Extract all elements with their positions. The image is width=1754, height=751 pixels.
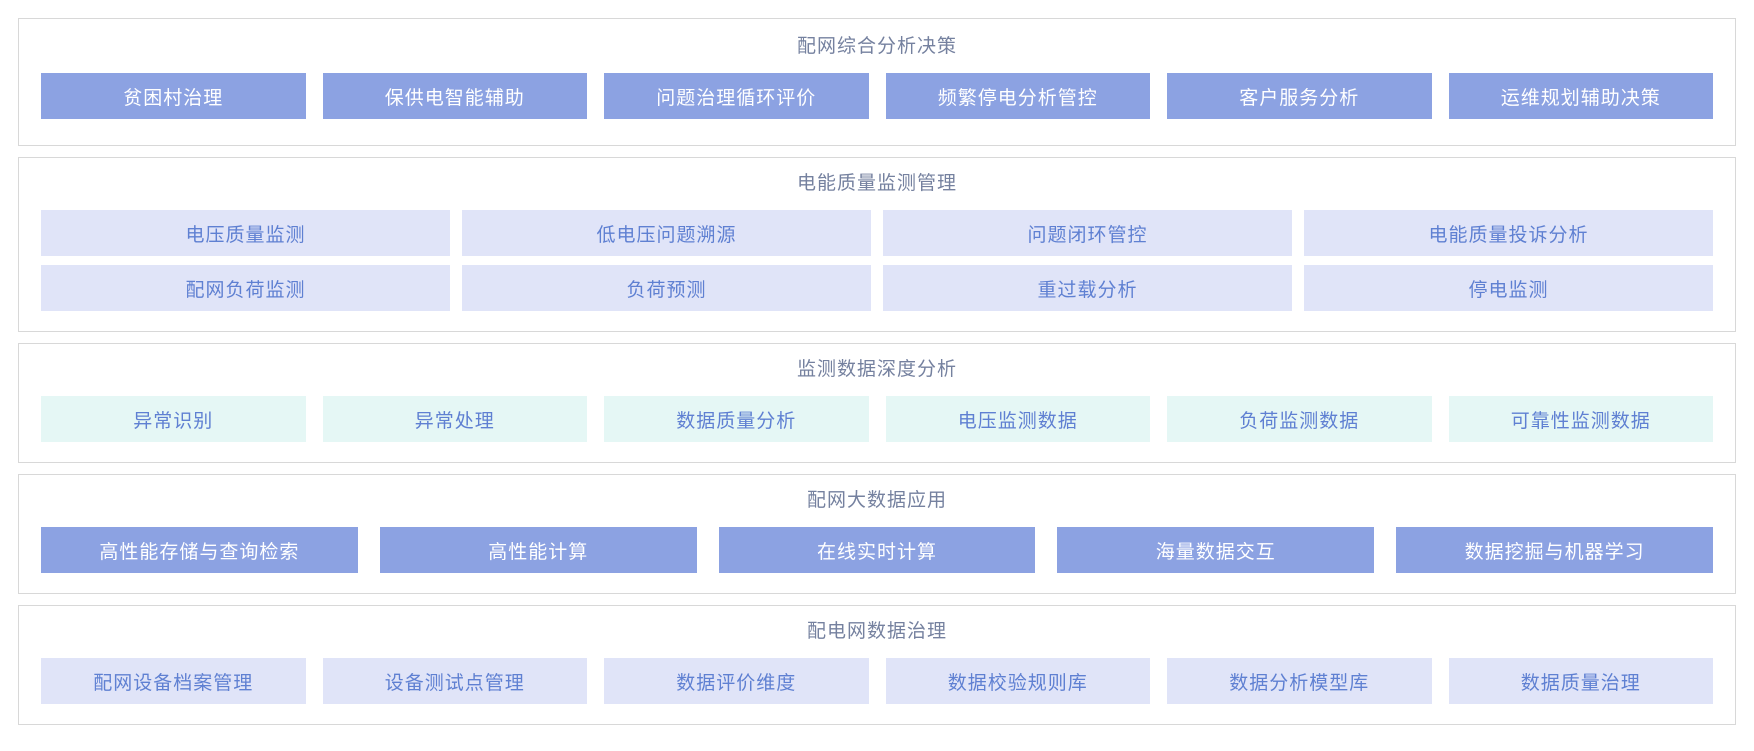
tile-row: 贫困村治理保供电智能辅助问题治理循环评价频繁停电分析管控客户服务分析运维规划辅助… <box>41 73 1713 119</box>
tile-button[interactable]: 保供电智能辅助 <box>322 73 587 119</box>
tile-button[interactable]: 问题治理循环评价 <box>604 73 869 119</box>
tile-rows: 贫困村治理保供电智能辅助问题治理循环评价频繁停电分析管控客户服务分析运维规划辅助… <box>41 73 1713 119</box>
tile-button[interactable]: 数据分析模型库 <box>1167 658 1432 704</box>
tile-button[interactable]: 异常处理 <box>322 396 587 442</box>
tile-button[interactable]: 问题闭环管控 <box>883 210 1292 256</box>
section-title: 监测数据深度分析 <box>796 359 957 380</box>
tile-button[interactable]: 在线实时计算 <box>718 527 1036 573</box>
section-title: 配网综合分析决策 <box>796 36 957 57</box>
tile-button[interactable]: 数据质量分析 <box>604 396 869 442</box>
tile-row: 异常识别异常处理数据质量分析电压监测数据负荷监测数据可靠性监测数据 <box>41 396 1713 442</box>
panel-power-quality-monitoring: 电能质量监测管理 电压质量监测低电压问题溯源问题闭环管控电能质量投诉分析配网负荷… <box>18 157 1736 332</box>
tile-button[interactable]: 海量数据交互 <box>1057 527 1375 573</box>
tile-row: 配网设备档案管理设备测试点管理数据评价维度数据校验规则库数据分析模型库数据质量治… <box>41 658 1713 704</box>
tile-button[interactable]: 运维规划辅助决策 <box>1448 73 1713 119</box>
tile-rows: 高性能存储与查询检索高性能计算在线实时计算海量数据交互数据挖掘与机器学习 <box>41 527 1713 573</box>
tile-button[interactable]: 负荷预测 <box>462 265 871 311</box>
panel-big-data-application: 配网大数据应用 高性能存储与查询检索高性能计算在线实时计算海量数据交互数据挖掘与… <box>18 474 1736 594</box>
tile-button[interactable]: 设备测试点管理 <box>322 658 587 704</box>
tile-button[interactable]: 客户服务分析 <box>1167 73 1432 119</box>
tile-button[interactable]: 电能质量投诉分析 <box>1304 210 1713 256</box>
tile-button[interactable]: 数据质量治理 <box>1448 658 1713 704</box>
tile-button[interactable]: 配网负荷监测 <box>41 265 450 311</box>
tile-button[interactable]: 高性能存储与查询检索 <box>41 527 358 573</box>
tile-button[interactable]: 停电监测 <box>1304 265 1713 311</box>
tile-button[interactable]: 低电压问题溯源 <box>462 210 871 256</box>
tile-button[interactable]: 电压质量监测 <box>41 210 450 256</box>
section-title: 配网大数据应用 <box>806 490 947 511</box>
tile-button[interactable]: 重过载分析 <box>883 265 1292 311</box>
section-title: 配电网数据治理 <box>806 621 947 642</box>
tile-button[interactable]: 异常识别 <box>41 396 306 442</box>
tile-rows: 异常识别异常处理数据质量分析电压监测数据负荷监测数据可靠性监测数据 <box>41 396 1713 442</box>
panel-comprehensive-analysis-decision: 配网综合分析决策 贫困村治理保供电智能辅助问题治理循环评价频繁停电分析管控客户服… <box>18 18 1736 146</box>
tile-button[interactable]: 电压监测数据 <box>885 396 1150 442</box>
section-title: 电能质量监测管理 <box>796 173 957 194</box>
panel-data-governance: 配电网数据治理 配网设备档案管理设备测试点管理数据评价维度数据校验规则库数据分析… <box>18 605 1736 725</box>
tile-button[interactable]: 数据评价维度 <box>604 658 869 704</box>
tile-button[interactable]: 数据挖掘与机器学习 <box>1396 527 1713 573</box>
tile-button[interactable]: 高性能计算 <box>379 527 697 573</box>
tile-button[interactable]: 数据校验规则库 <box>885 658 1150 704</box>
tile-row: 电压质量监测低电压问题溯源问题闭环管控电能质量投诉分析 <box>41 210 1713 256</box>
tile-button[interactable]: 贫困村治理 <box>41 73 306 119</box>
panel-monitoring-data-deep-analysis: 监测数据深度分析 异常识别异常处理数据质量分析电压监测数据负荷监测数据可靠性监测… <box>18 343 1736 463</box>
tile-row: 高性能存储与查询检索高性能计算在线实时计算海量数据交互数据挖掘与机器学习 <box>41 527 1713 573</box>
tile-button[interactable]: 频繁停电分析管控 <box>885 73 1150 119</box>
tile-button[interactable]: 配网设备档案管理 <box>41 658 306 704</box>
tile-button[interactable]: 负荷监测数据 <box>1167 396 1432 442</box>
tile-rows: 配网设备档案管理设备测试点管理数据评价维度数据校验规则库数据分析模型库数据质量治… <box>41 658 1713 704</box>
tile-rows: 电压质量监测低电压问题溯源问题闭环管控电能质量投诉分析配网负荷监测负荷预测重过载… <box>41 210 1713 311</box>
tile-button[interactable]: 可靠性监测数据 <box>1448 396 1713 442</box>
tile-row: 配网负荷监测负荷预测重过载分析停电监测 <box>41 265 1713 311</box>
